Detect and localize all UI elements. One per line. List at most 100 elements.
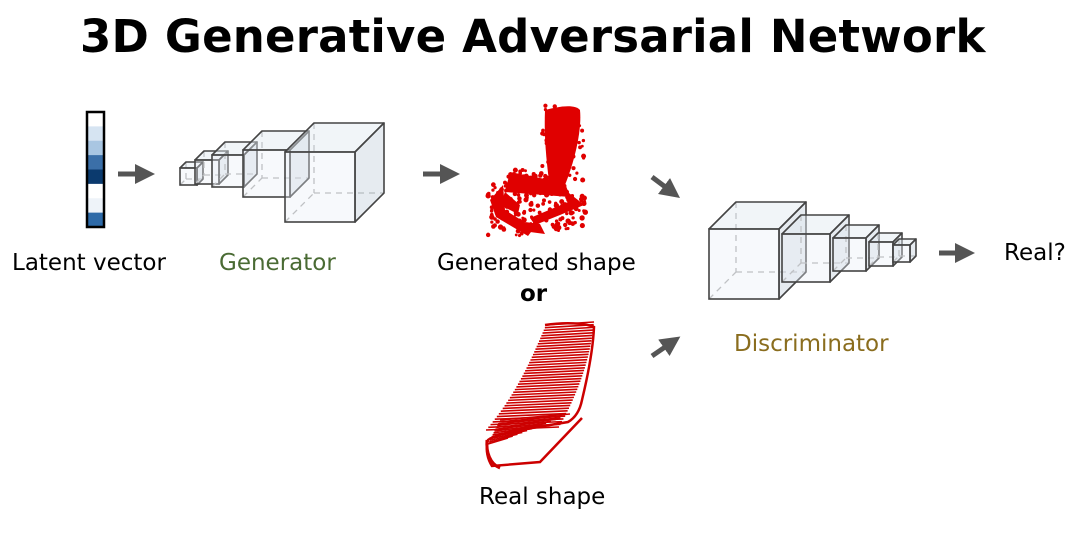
chair-point	[580, 128, 585, 133]
chair-point	[580, 144, 584, 148]
generator-layer-1	[179, 161, 204, 186]
generator-label: Generator	[219, 250, 336, 276]
chair-point	[517, 196, 522, 201]
chair-point	[572, 176, 578, 182]
chair-point	[577, 208, 581, 212]
chair-point	[573, 220, 577, 225]
discriminator-network	[708, 201, 917, 300]
chair-point	[520, 168, 525, 172]
chair-slat	[516, 383, 580, 388]
chair-slat	[535, 345, 591, 351]
chair-slat	[530, 356, 588, 361]
chair-point	[485, 232, 491, 238]
chair-slat	[543, 326, 594, 332]
chair-slat	[498, 410, 568, 415]
chair-point	[541, 198, 547, 203]
chair-point	[525, 196, 529, 200]
chair-slat	[534, 348, 590, 353]
chair-point	[568, 210, 574, 216]
chair-point	[579, 215, 585, 221]
chair-point	[547, 200, 552, 204]
chair-slat	[529, 358, 588, 364]
chair-slat	[513, 388, 578, 394]
chair-point	[491, 224, 496, 229]
chair-slat	[531, 353, 589, 359]
output-label: Real?	[1004, 240, 1066, 266]
chair-slat	[526, 364, 586, 369]
chair-slat	[499, 415, 566, 423]
arrow-real-to-discriminator	[650, 336, 681, 359]
chair-point	[553, 226, 558, 231]
chair-point	[582, 209, 589, 215]
chair-point	[489, 214, 495, 220]
chair-slat	[523, 369, 585, 375]
chair-point	[514, 213, 517, 217]
diagram-title: 3D Generative Adversarial Network	[80, 10, 986, 63]
arrow-generated-to-discriminator	[650, 175, 680, 198]
chair-slat	[499, 413, 571, 421]
chair-slat	[514, 385, 579, 391]
generated-shape-label: Generated shape	[437, 250, 636, 276]
chair-slat	[497, 418, 556, 427]
generator-network	[179, 122, 385, 223]
chair-slat	[538, 337, 592, 342]
chair-point	[578, 196, 584, 202]
chair-point	[575, 171, 579, 175]
chair-point	[495, 219, 500, 224]
latent-cell	[87, 183, 104, 199]
chair-point	[579, 223, 585, 229]
latent-cell	[87, 155, 104, 170]
chair-point	[543, 103, 548, 108]
chair-slat	[500, 407, 569, 412]
chair-point	[491, 188, 495, 192]
chair-point	[557, 229, 560, 232]
chair-slat	[496, 420, 552, 429]
chair-point	[512, 167, 518, 173]
chair-point	[528, 201, 534, 207]
chair-point	[564, 227, 568, 231]
chair-slat	[541, 331, 593, 337]
chair-slat	[509, 393, 576, 399]
chair-point	[485, 193, 491, 199]
or-label: or	[520, 281, 548, 307]
chair-point	[541, 201, 546, 206]
chair-point	[490, 220, 494, 224]
latent-vector-label: Latent vector	[12, 250, 166, 276]
chair-point	[565, 218, 571, 224]
latent-cell	[87, 212, 104, 228]
latent-cell	[87, 198, 104, 214]
chair-slat	[532, 350, 590, 356]
chair-slat	[540, 334, 593, 340]
chair-slat	[494, 424, 542, 432]
chair-point	[563, 222, 568, 228]
chair-slat	[511, 391, 577, 396]
discriminator-layer-5	[892, 238, 917, 263]
chair-slat	[487, 437, 509, 445]
chair-point	[571, 216, 575, 220]
chair-slat	[525, 366, 585, 372]
chair-slat	[519, 377, 582, 383]
chair-slat	[506, 399, 573, 404]
chair-point	[490, 208, 494, 212]
chair-slat	[496, 412, 567, 418]
generator-layer-3	[211, 141, 258, 188]
chair-slat	[522, 372, 584, 377]
chair-slat	[489, 433, 518, 442]
chair-point	[538, 173, 543, 178]
real-shape-label: Real shape	[479, 484, 606, 510]
chair-slat	[488, 435, 513, 443]
chair-slat	[527, 361, 587, 367]
chair-point	[521, 216, 525, 220]
generated-chair-image	[485, 103, 589, 238]
chair-point	[581, 138, 586, 143]
chair-point	[577, 140, 581, 145]
discriminator-label: Discriminator	[734, 331, 889, 357]
chair-slat	[517, 380, 581, 386]
chair-slat	[504, 401, 572, 407]
chair-point	[581, 156, 586, 160]
discriminator-layer-3	[832, 224, 880, 272]
chair-point	[552, 104, 557, 109]
chair-slat	[498, 416, 561, 425]
chair-point	[524, 169, 527, 173]
